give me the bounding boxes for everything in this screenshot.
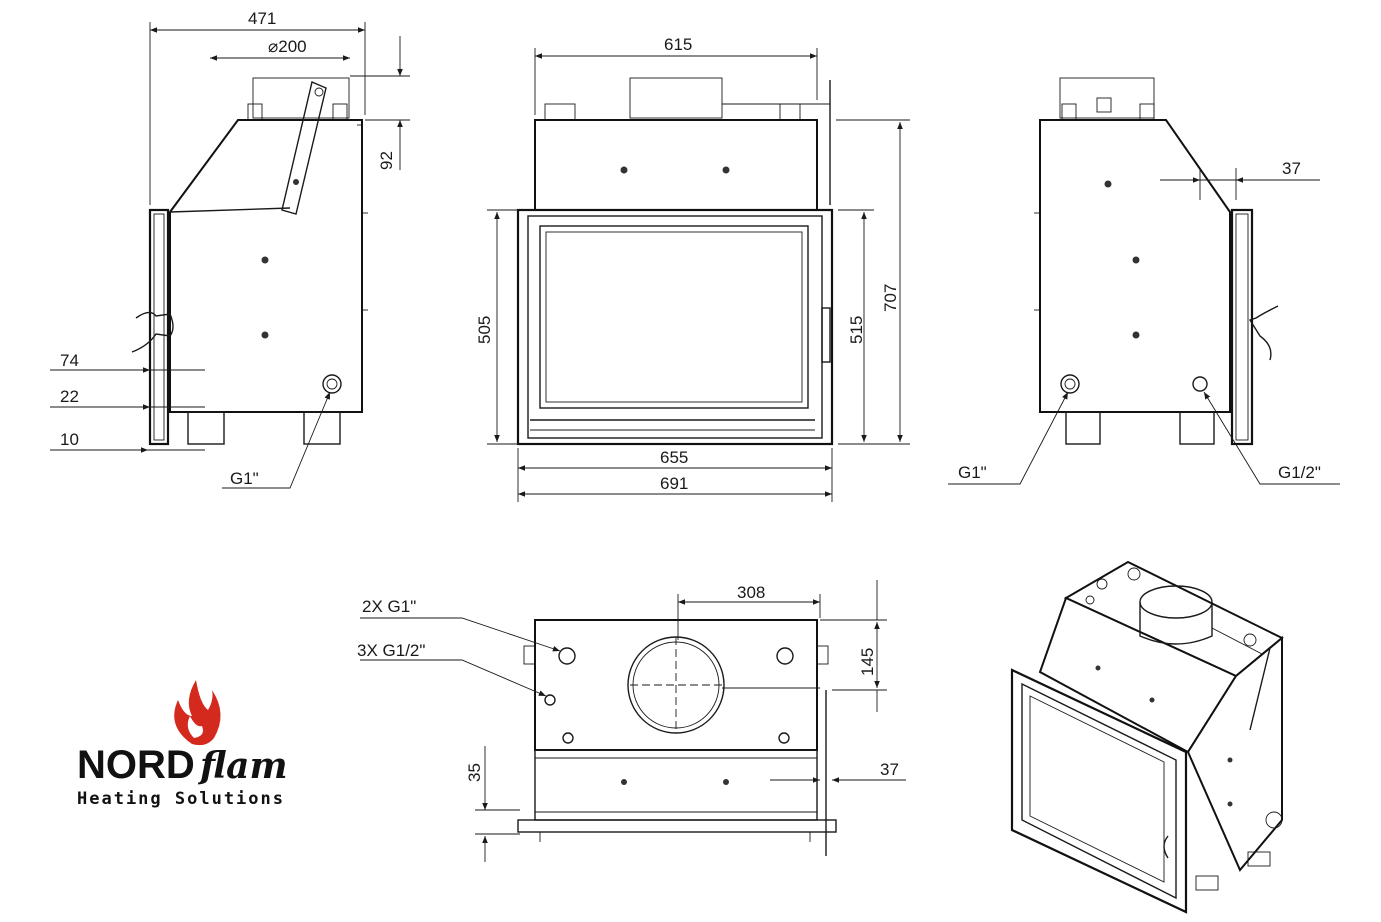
flame-icon [174,680,221,746]
dim-width-471: 471 [248,9,276,28]
dim-total-height: 707 [881,284,900,312]
dim-flue-diameter: ⌀200 [268,37,307,56]
dim-top-width: 615 [664,35,692,54]
brand-logo: NORD flam Heating Solutions [77,680,288,809]
dim-flue-height: 92 [377,151,396,170]
label-g12-right: G1/2" [1278,463,1321,482]
dim-outer-width: 691 [660,474,688,493]
top-view: 308 145 35 37 2X G1" 3X G1/2" [357,580,906,862]
brand-tagline: Heating Solutions [77,789,285,809]
dim-opening-height: 505 [475,316,494,344]
label-3x-g12: 3X G1/2" [357,641,425,660]
side-view-left: 471 ⌀200 92 74 22 10 G1" [50,9,410,489]
dim-37: 37 [880,760,899,779]
label-g1-right: G1" [958,463,987,482]
brand-name-script: flam [197,745,288,787]
brand-name-bold: NORD [77,743,195,787]
front-view: 615 505 515 707 655 691 [475,35,910,502]
isometric-view [1010,560,1284,914]
label-g1-left: G1" [230,469,259,488]
dim-offset-37: 37 [1282,159,1301,178]
dim-door-height: 515 [847,316,866,344]
dim-35: 35 [465,763,484,782]
label-2x-g1: 2X G1" [362,597,416,616]
dim-flue-depth: 145 [858,648,877,676]
dim-22: 22 [60,387,79,406]
side-view-right: 37 G1" G1/2" [948,77,1340,485]
dim-74: 74 [60,351,79,370]
dim-10: 10 [60,430,79,449]
dim-flue-offset: 308 [737,583,765,602]
dim-inner-width: 655 [660,448,688,467]
